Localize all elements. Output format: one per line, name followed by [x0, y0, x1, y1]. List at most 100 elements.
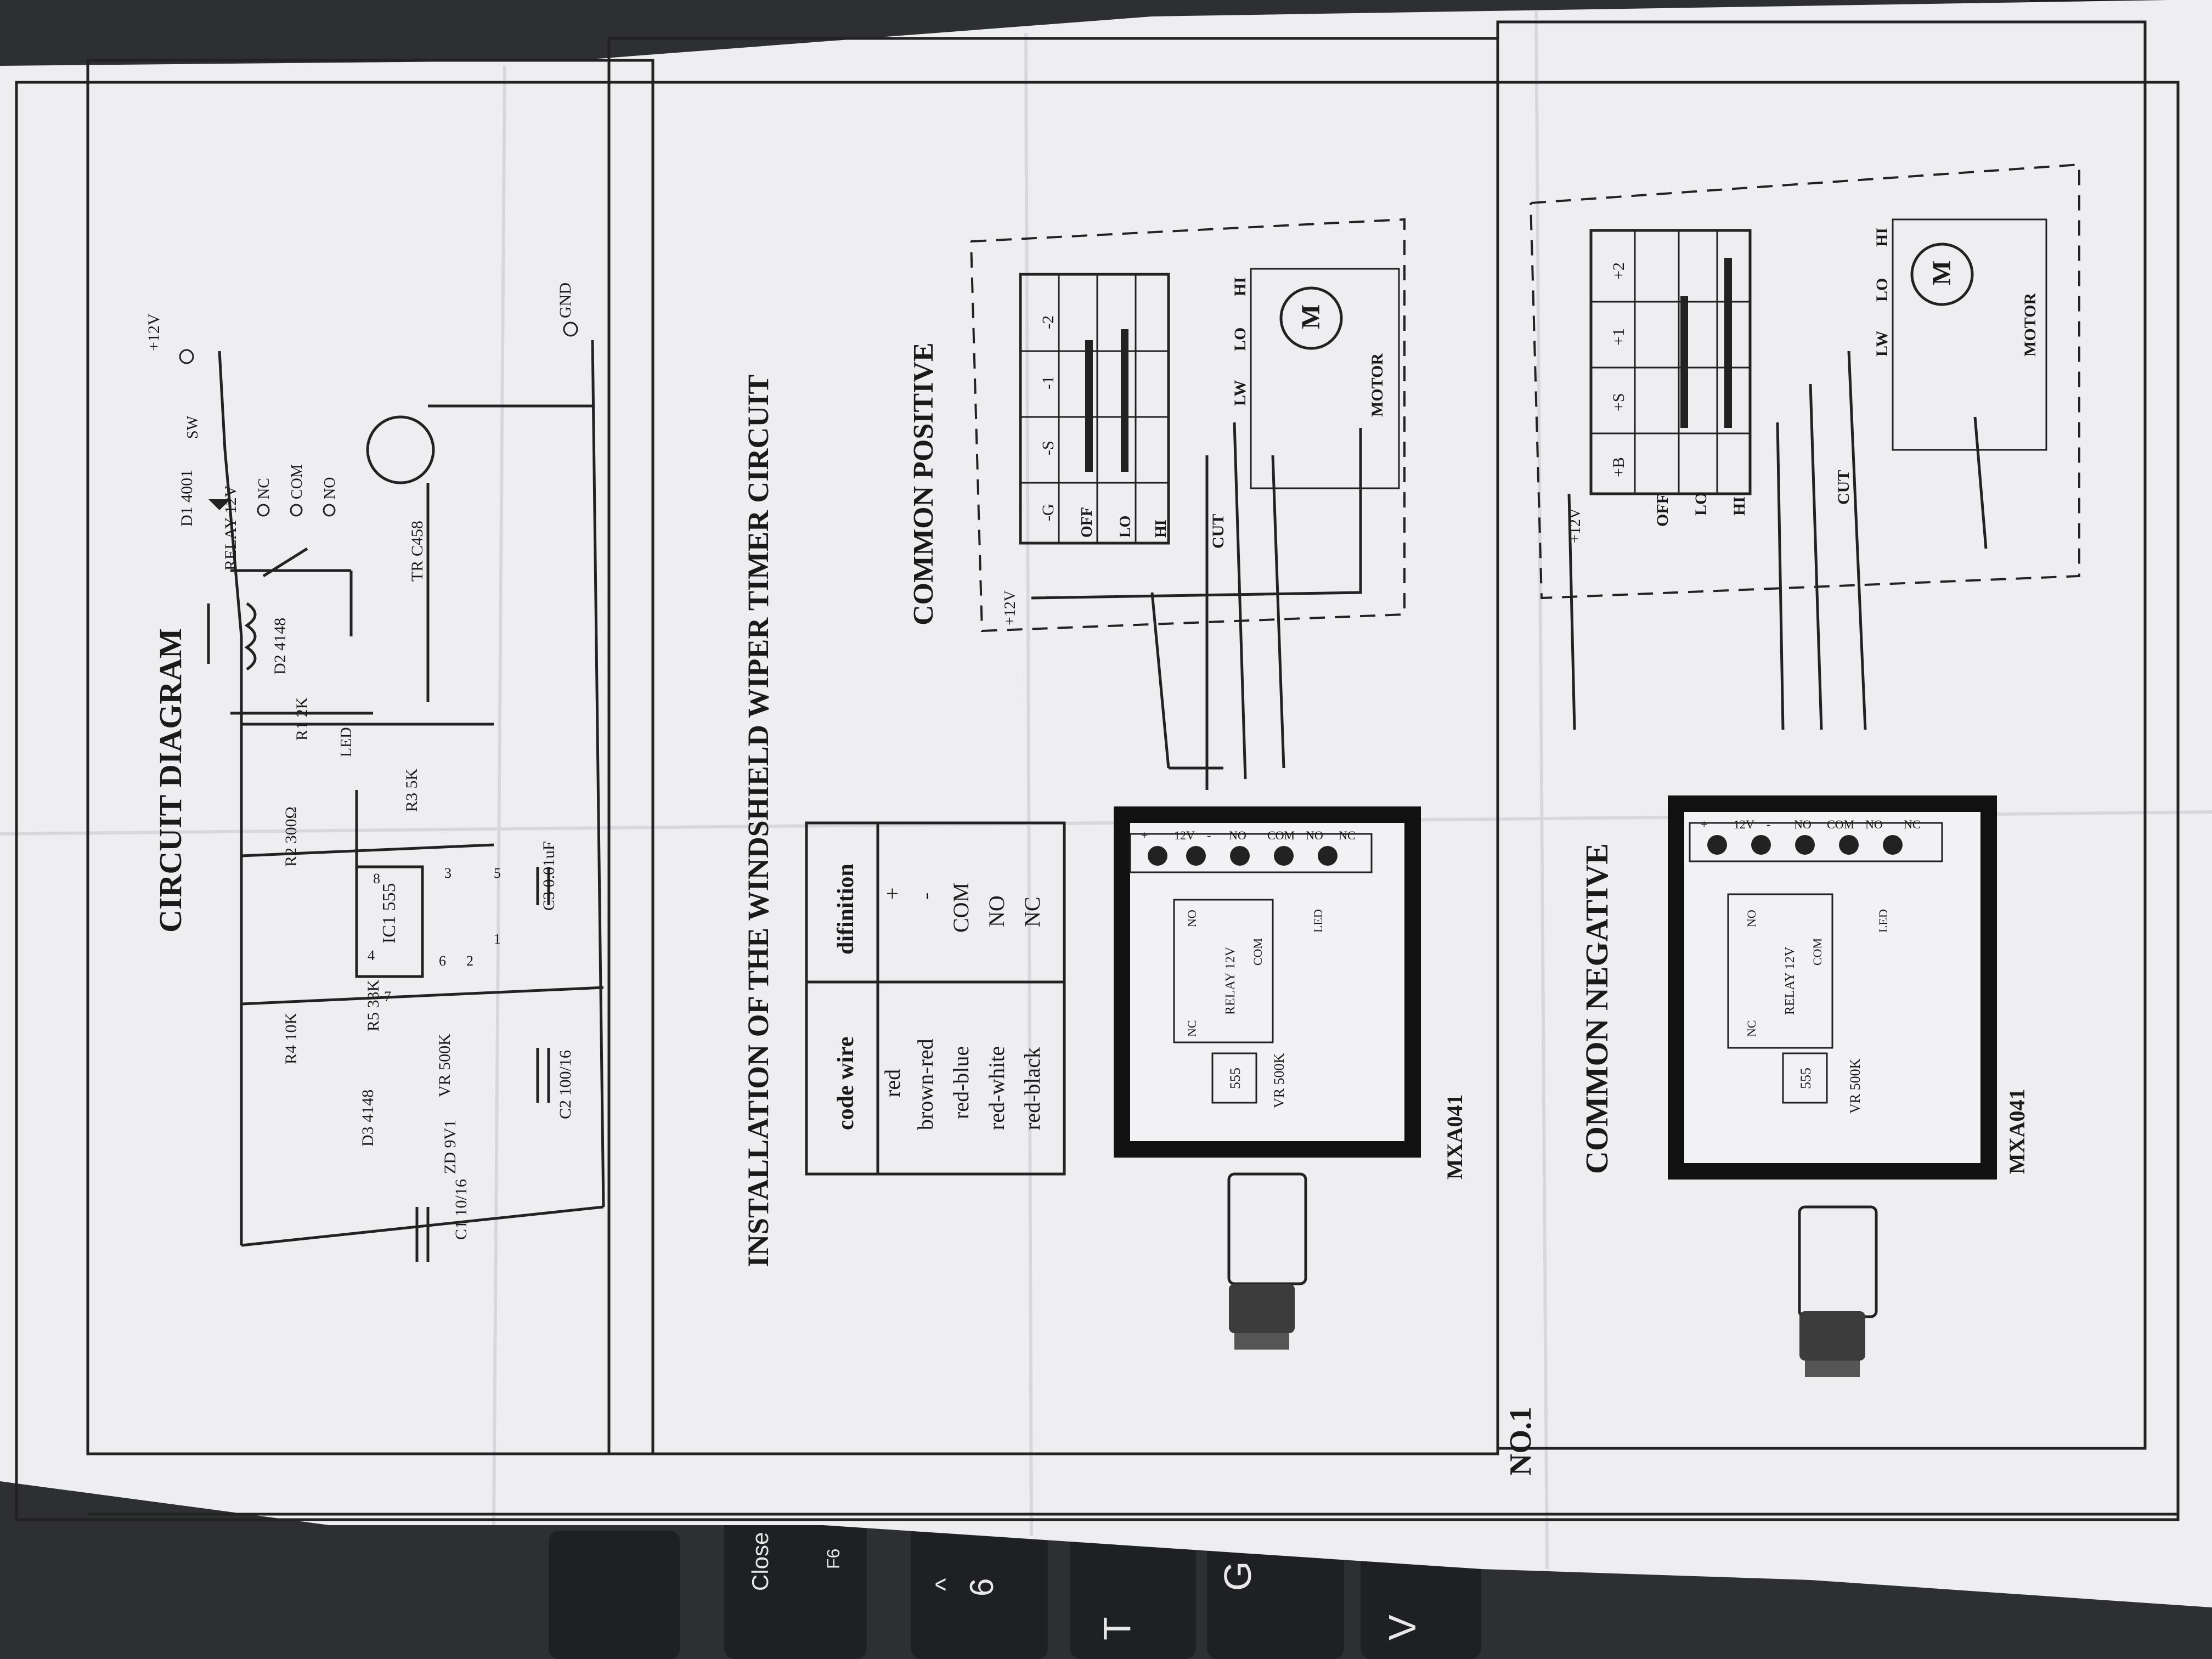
wire-top-rail — [223, 449, 243, 637]
com-label: COM — [289, 464, 306, 499]
wire-table-header-code: code wire — [833, 1036, 859, 1130]
negative-switch-grid — [1589, 229, 1752, 495]
terminal-screw — [1186, 846, 1206, 866]
wire-table-code: brown-red — [913, 1039, 938, 1130]
positive-col-label: -2 — [1039, 315, 1057, 329]
board-vr-label: VR 500K — [1271, 1053, 1287, 1108]
negative-row-label: LO — [1692, 492, 1710, 516]
positive-wire — [1233, 422, 1247, 780]
keyboard-key-f6-label: F6 — [823, 1549, 843, 1569]
board-nc-label: NC — [1185, 1020, 1199, 1037]
terminal-block-frame — [1689, 822, 1943, 862]
nc-label: NC — [256, 478, 273, 499]
board-com-label: COM — [1810, 938, 1824, 966]
positive-row-label: OFF — [1079, 507, 1096, 538]
terminal-label: + — [1141, 828, 1148, 842]
relay-coil — [244, 602, 257, 671]
board-relay — [1173, 899, 1274, 1043]
keyboard-key-caret-label: ^ — [930, 1578, 961, 1591]
board-pcb — [1130, 823, 1404, 1141]
keyboard-key-v-label: V — [1381, 1615, 1424, 1640]
ic-pin-8: 8 — [373, 871, 380, 887]
negative-motor-label: MOTOR — [2021, 293, 2039, 357]
positive-wire — [1031, 428, 1362, 600]
gnd-terminal — [563, 321, 578, 337]
negative-motor-m: M — [1927, 261, 1956, 285]
negative-hi-label: HI — [1873, 228, 1891, 247]
plus12v-label: +12V — [145, 313, 163, 351]
wire-table-header-definition: difinition — [833, 864, 859, 955]
timer-board-positive: RELAY 12V NC NO COM LED 555 VR 500K + 12… — [1114, 806, 1421, 1350]
paper-fold — [1024, 32, 1033, 1537]
wire-table-code: red-black — [1020, 1047, 1045, 1130]
negative-wire — [1776, 422, 1785, 730]
common-positive-title: COMMON POSITIVE — [908, 342, 939, 625]
wire-table-code: red — [880, 1069, 905, 1097]
wire-table-definition: NO — [984, 895, 1009, 927]
wire-table-code: red-white — [984, 1046, 1009, 1130]
negative-col-label: +1 — [1610, 328, 1628, 346]
positive-motor-m: M — [1296, 304, 1325, 329]
no-label: NO — [321, 477, 338, 499]
negative-col-label: +B — [1610, 457, 1628, 477]
keyboard-key-6-label: 6 — [963, 1578, 1000, 1596]
paper-fold — [1534, 10, 1549, 1570]
relay-terminal-nc — [257, 504, 270, 517]
positive-wire — [1150, 592, 1170, 769]
keyboard-key-close-label: Close — [747, 1532, 773, 1591]
positive-row-label: HI — [1153, 520, 1170, 538]
negative-col-label: +2 — [1610, 262, 1628, 280]
terminal-label: NC — [1904, 817, 1921, 831]
wire-table-definition: COM — [949, 883, 973, 933]
positive-switch-grid — [1019, 273, 1170, 545]
common-negative-wiring: +B +S +1 +2 OFF LO HI M MOTOR LW LO HI C… — [1530, 163, 2080, 730]
negative-motor-box — [1892, 218, 2047, 451]
wire-table-code: red-blue — [949, 1046, 973, 1119]
board-no-label: NO — [1185, 910, 1199, 927]
ic-pin-4: 4 — [368, 947, 375, 963]
ic-pin-5: 5 — [494, 865, 501, 881]
c2-label: C2 100/16 — [556, 1050, 574, 1119]
positive-supply-label: +12V — [1002, 590, 1019, 625]
terminal-label: - — [1767, 817, 1770, 831]
led-label: LED — [338, 727, 355, 757]
wire-r4-branch — [241, 843, 494, 857]
board-vr-label: VR 500K — [1847, 1058, 1863, 1114]
model-label-negative: MXA041 — [2005, 1088, 2029, 1174]
wire-table-definition: - — [913, 893, 938, 900]
ic-pin-3: 3 — [444, 865, 452, 881]
gnd-label: GND — [556, 283, 574, 318]
terminal-label: COM — [1827, 817, 1854, 831]
ic1-label: IC1 555 — [379, 883, 399, 944]
positive-motor-box — [1250, 268, 1400, 489]
terminal-label: NO — [1229, 828, 1246, 842]
wire-table-definition: + — [880, 887, 905, 900]
negative-lw-label: LW — [1873, 331, 1891, 357]
wire-code-table: code wire difinition red + brown-red - r… — [805, 821, 1066, 1176]
keyboard-key-arrow — [549, 1531, 680, 1659]
positive-lw-label: LW — [1231, 380, 1249, 406]
negative-motor-symbol — [1910, 242, 1974, 306]
common-negative-title: COMMON NEGATIVE — [1579, 843, 1615, 1174]
r3-label: R3 5K — [403, 768, 421, 812]
keyboard-key-close — [724, 1514, 867, 1659]
positive-motor-symbol — [1279, 286, 1343, 350]
d2-label: D2 4148 — [271, 618, 289, 675]
positive-lo-label: LO — [1231, 328, 1249, 351]
negative-lo-label: LO — [1873, 278, 1891, 302]
negative-wire — [1809, 383, 1823, 730]
positive-row-label: LO — [1117, 516, 1134, 538]
terminal-label: - — [1207, 828, 1211, 842]
sw-label: SW — [184, 415, 201, 439]
wire-table-definition: NC — [1020, 896, 1045, 927]
board-led-label: LED — [1876, 909, 1890, 933]
r5-label: R5 33K — [364, 979, 382, 1031]
terminal-label: + — [1701, 817, 1707, 831]
d1-diode-symbol — [208, 499, 230, 510]
board-nc-label: NC — [1745, 1020, 1758, 1037]
common-positive-wiring: -2 -1 -S -G OFF LO HI M MOTOR LW LO HI C… — [970, 218, 1406, 790]
terminal-label: 12V — [1174, 828, 1195, 842]
negative-col-label: +S — [1610, 393, 1628, 411]
board-no-label: NO — [1745, 910, 1758, 927]
outer-frame — [15, 81, 2180, 1521]
